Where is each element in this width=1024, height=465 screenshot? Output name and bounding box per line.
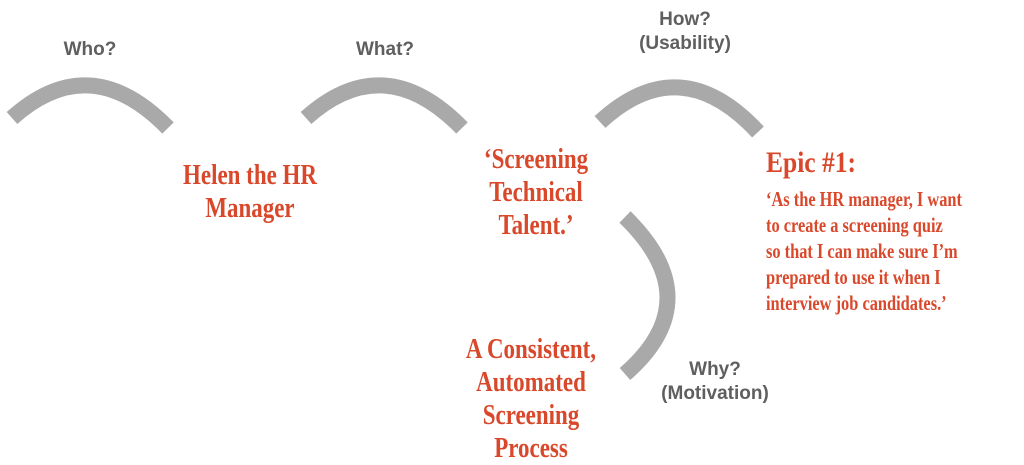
answer-why-line: Screening (482, 400, 580, 431)
arc-how (594, 79, 764, 138)
question-why: Why? (Motivation) (640, 358, 790, 406)
answer-why-line: Automated (476, 367, 586, 398)
arc-who (6, 77, 174, 134)
answer-why: A Consistent, Automated Screening Proces… (437, 333, 626, 465)
answer-why-line: A Consistent, (465, 334, 597, 365)
answer-who: Helen the HR Manager (160, 159, 340, 225)
question-who: Who? (50, 38, 130, 62)
answer-who-line: Manager (205, 193, 295, 224)
epic-statement-line: ‘As the HR manager, I want (766, 187, 962, 211)
question-who-label: Who? (63, 39, 117, 60)
question-how-label: How? (659, 9, 711, 30)
arc-what (300, 77, 468, 134)
question-why-sublabel: (Motivation) (661, 383, 769, 404)
epic-statement-line: so that I can make sure I’m (766, 239, 958, 263)
epic-statement-line: prepared to use it when I (766, 265, 941, 289)
answer-why-line: Process (494, 433, 568, 464)
epic-statement-line: to create a screening quiz (766, 213, 943, 237)
question-why-label: Why? (689, 359, 741, 380)
answer-what-line: Technical (489, 177, 583, 208)
answer-what-line: ‘Screening (483, 144, 589, 175)
question-how: How? (Usability) (610, 8, 760, 56)
question-how-sublabel: (Usability) (639, 33, 731, 54)
question-what-label: What? (355, 39, 415, 60)
epic-statement-line: interview job candidates.’ (766, 291, 947, 315)
epic-title: Epic #1: (766, 146, 856, 179)
arc-why (619, 211, 676, 381)
answer-what-line: Talent.’ (498, 210, 574, 241)
answer-who-line: Helen the HR (183, 160, 317, 191)
question-what: What? (340, 38, 430, 62)
answer-what: ‘Screening Technical Talent.’ (454, 143, 618, 242)
epic-statement: ‘As the HR manager, I want to create a s… (766, 186, 962, 316)
